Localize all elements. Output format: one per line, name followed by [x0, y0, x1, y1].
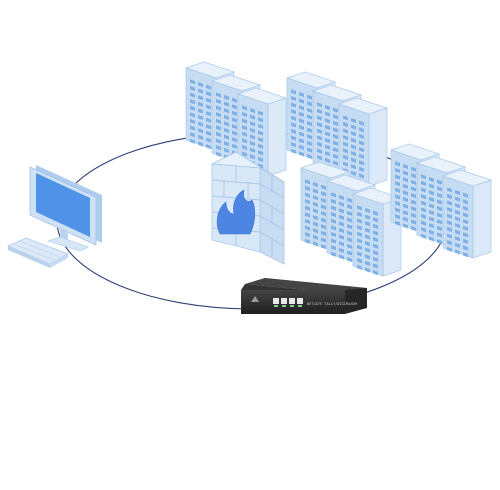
server-rack-group	[285, 71, 389, 187]
flame-icon	[216, 189, 256, 235]
server-racks	[184, 61, 493, 277]
firewall-icon	[210, 151, 285, 265]
server-rack-group	[184, 61, 288, 177]
keyboard-icon	[7, 237, 69, 268]
server-rack-icon	[337, 97, 389, 187]
device-label: NETGATE TALLY/DIGIMAXDM	[307, 302, 358, 306]
desktop-monitor-icon	[29, 165, 102, 252]
server-rack-icon	[236, 87, 288, 177]
server-rack-group	[389, 143, 493, 259]
router-icon: NETGATE TALLY/DIGIMAXDM	[241, 278, 367, 314]
server-rack-icon	[311, 84, 363, 174]
router-ports	[273, 298, 303, 307]
server-rack-icon	[441, 169, 493, 259]
